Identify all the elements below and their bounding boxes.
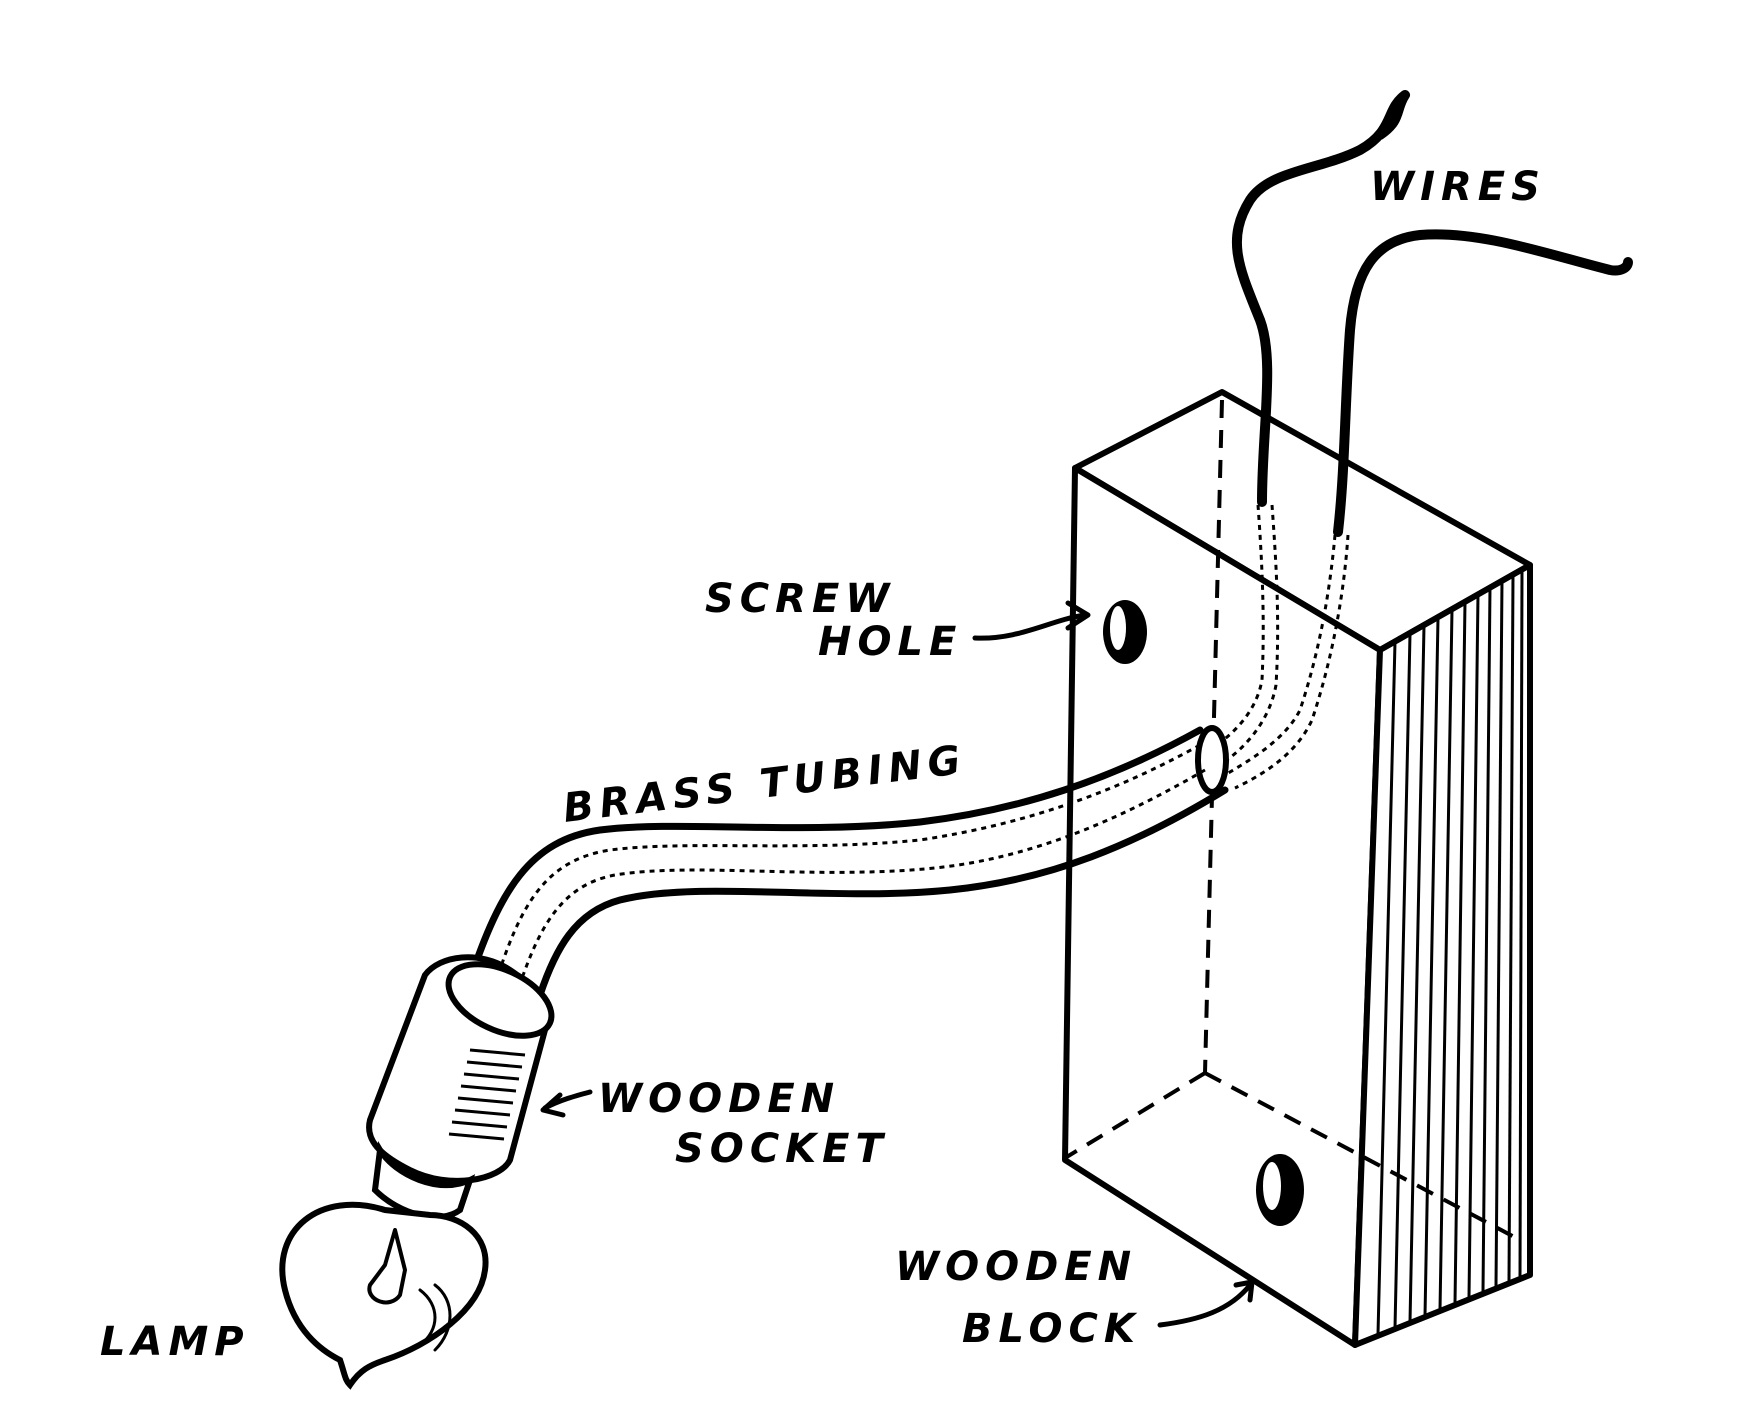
tubing-upper-edge (466, 726, 1204, 984)
socket-collar (371, 1141, 476, 1220)
label-wooden-block-line1: WOODEN (895, 1244, 1137, 1290)
screw-hole-top-icon (1103, 600, 1147, 664)
label-wires: WIRES (1370, 164, 1546, 210)
tubing-lower-edge (536, 786, 1229, 999)
label-screw-hole-line2: HOLE (818, 619, 962, 665)
screw-hole-arrow (972, 612, 1088, 641)
wooden-socket (366, 954, 555, 1220)
lamp (279, 1201, 489, 1390)
label-screw-hole-line1: SCREW (705, 576, 895, 622)
tubing-end-ring (1195, 725, 1229, 795)
wire-left (1232, 90, 1410, 507)
label-lamp: LAMP (100, 1319, 250, 1365)
label-wooden-block-line2: BLOCK (962, 1306, 1141, 1352)
label-wooden-socket-line1: WOODEN (598, 1076, 840, 1122)
socket-top-rim (445, 961, 555, 1039)
wooden-block-arrow (1157, 1282, 1253, 1328)
lamp-filament (367, 1228, 407, 1305)
wires (1199, 90, 1633, 790)
label-wooden-socket-line2: SOCKET (675, 1126, 889, 1172)
screw-hole-bottom-icon (1256, 1154, 1304, 1226)
wire-right (1333, 229, 1633, 537)
label-brass-tubing: BRASS TUBING (561, 737, 969, 832)
pointer-arrows (540, 600, 1255, 1328)
block-side-hatching (1376, 568, 1524, 1335)
brass-tubing (466, 725, 1229, 999)
socket-threads (448, 1048, 526, 1141)
lamp-bulb (279, 1201, 489, 1390)
wooden-block (1062, 389, 1533, 1348)
